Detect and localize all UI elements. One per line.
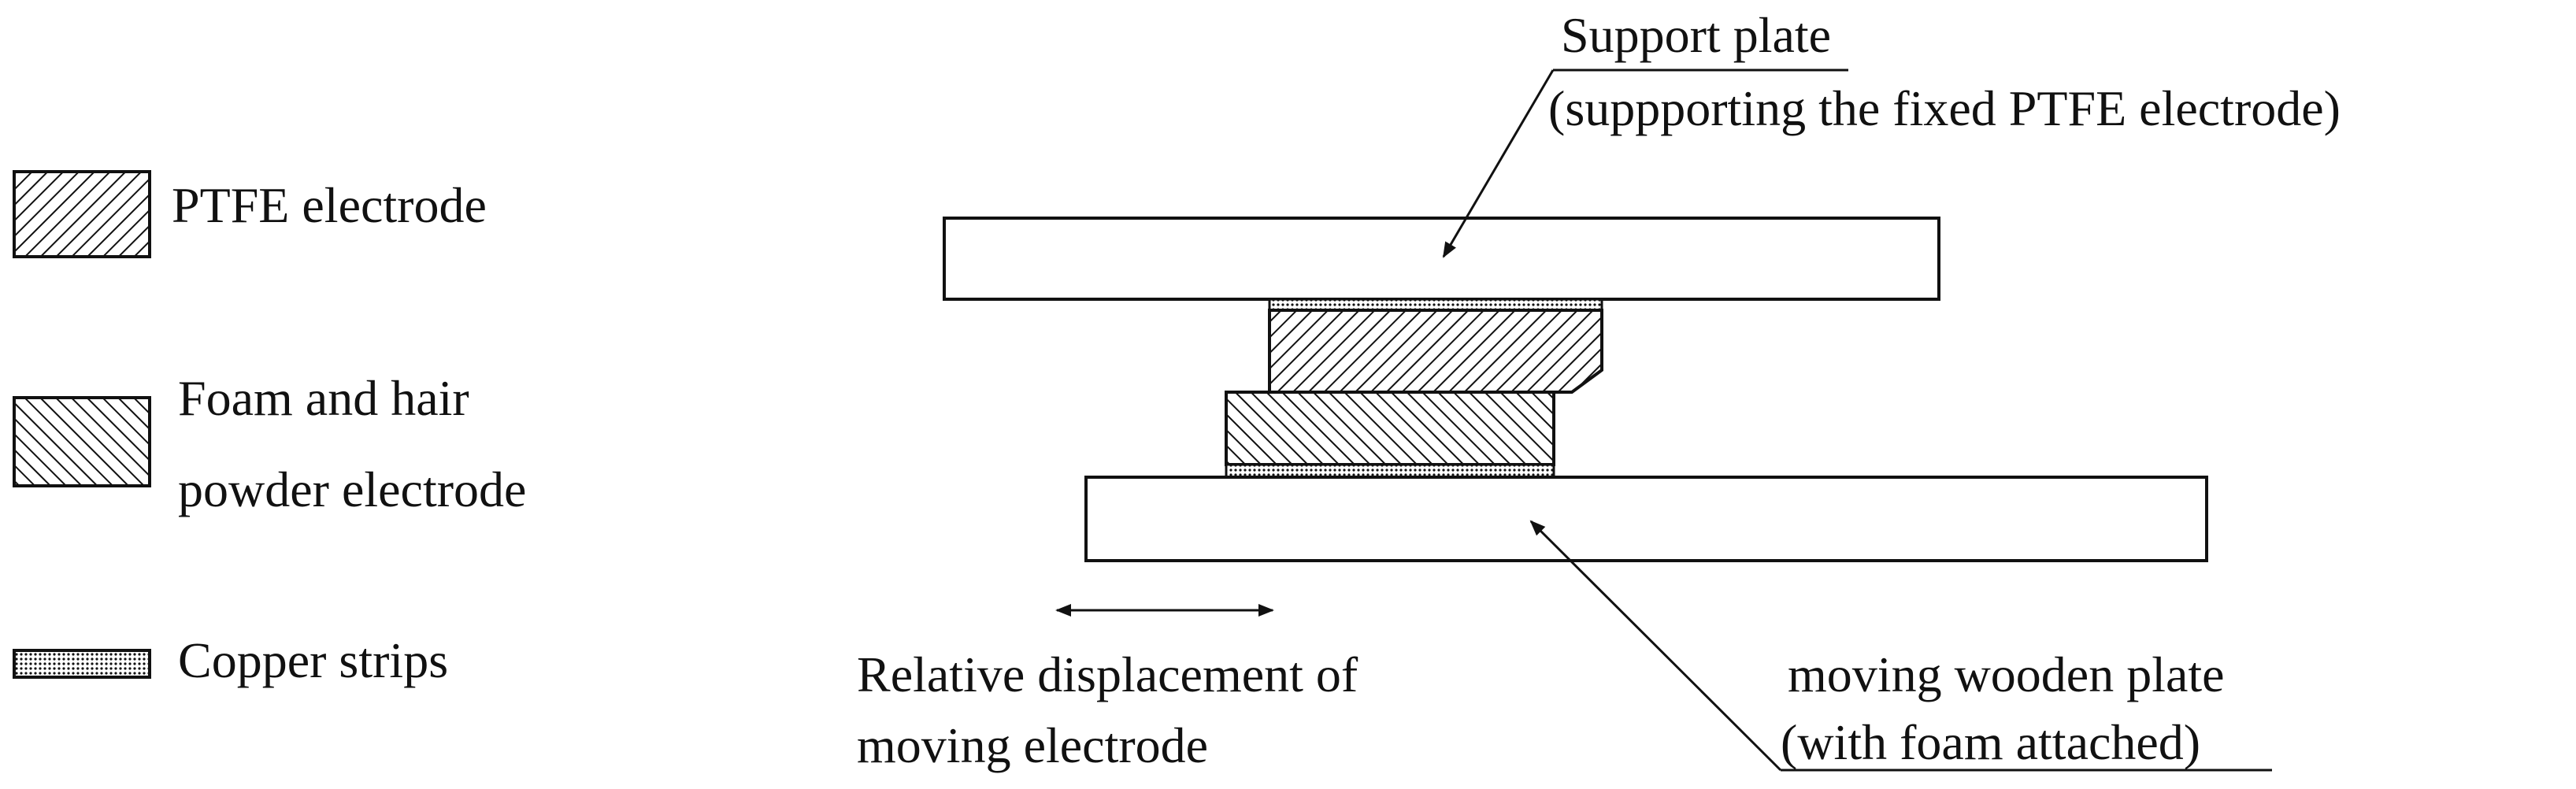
support-plate-label-line2: (suppporting the fixed PTFE electrode) bbox=[1548, 80, 2341, 136]
support-plate-leader-arrow bbox=[1442, 69, 1555, 258]
copper-swatch bbox=[13, 649, 151, 679]
ptfe-electrode bbox=[1268, 309, 1603, 394]
legend-ptfe-label: PTFE electrode bbox=[172, 177, 487, 233]
moving-wooden-plate bbox=[1084, 476, 2208, 562]
bottom-copper-strip bbox=[1225, 463, 1555, 479]
moving-plate-leader-arrow bbox=[1529, 520, 1782, 772]
legend: PTFE electrode Foam and hair powder elec… bbox=[13, 170, 526, 688]
ptfe-swatch bbox=[13, 170, 151, 258]
moving-plate-label-line2: (with foam attached) bbox=[1781, 714, 2200, 770]
foam-swatch bbox=[13, 396, 151, 487]
legend-foam-label-line2: powder electrode bbox=[178, 461, 526, 517]
displacement-label-line2: moving electrode bbox=[857, 717, 1208, 773]
support-plate-label-line1: Support plate bbox=[1561, 7, 1831, 63]
foam-electrode bbox=[1225, 391, 1555, 466]
support-plate bbox=[943, 217, 1940, 301]
legend-copper-label: Copper strips bbox=[178, 632, 448, 688]
top-copper-strip bbox=[1268, 298, 1603, 312]
legend-foam-label-line1: Foam and hair bbox=[178, 370, 469, 426]
moving-plate-label-line1: moving wooden plate bbox=[1788, 646, 2225, 702]
displacement-label-line1: Relative displacement of bbox=[857, 646, 1358, 702]
